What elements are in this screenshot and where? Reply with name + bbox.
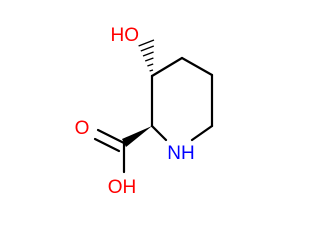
carbonyl-double-bond-b [93,137,121,153]
hashed-wedge-bond-c3-oh [138,39,155,78]
carbonyl-oxygen-label: O [75,118,90,139]
hydroxyl-label: HO [111,25,140,46]
acid-hydroxyl-label: OH [108,177,137,198]
ring-nitrogen-label: NH [167,143,194,164]
bond-c4-c5 [180,56,214,77]
carbonyl-double-bond-a [96,128,126,145]
bond-c6-n1 [190,124,214,142]
bold-wedge-bond-c2-cooh [122,126,152,147]
bond-c3-c4 [150,56,184,78]
bond-n1-c2 [150,124,168,142]
structure-canvas: HO O OH NH [75,25,214,198]
molecule-diagram: HO O OH NH [75,25,214,198]
